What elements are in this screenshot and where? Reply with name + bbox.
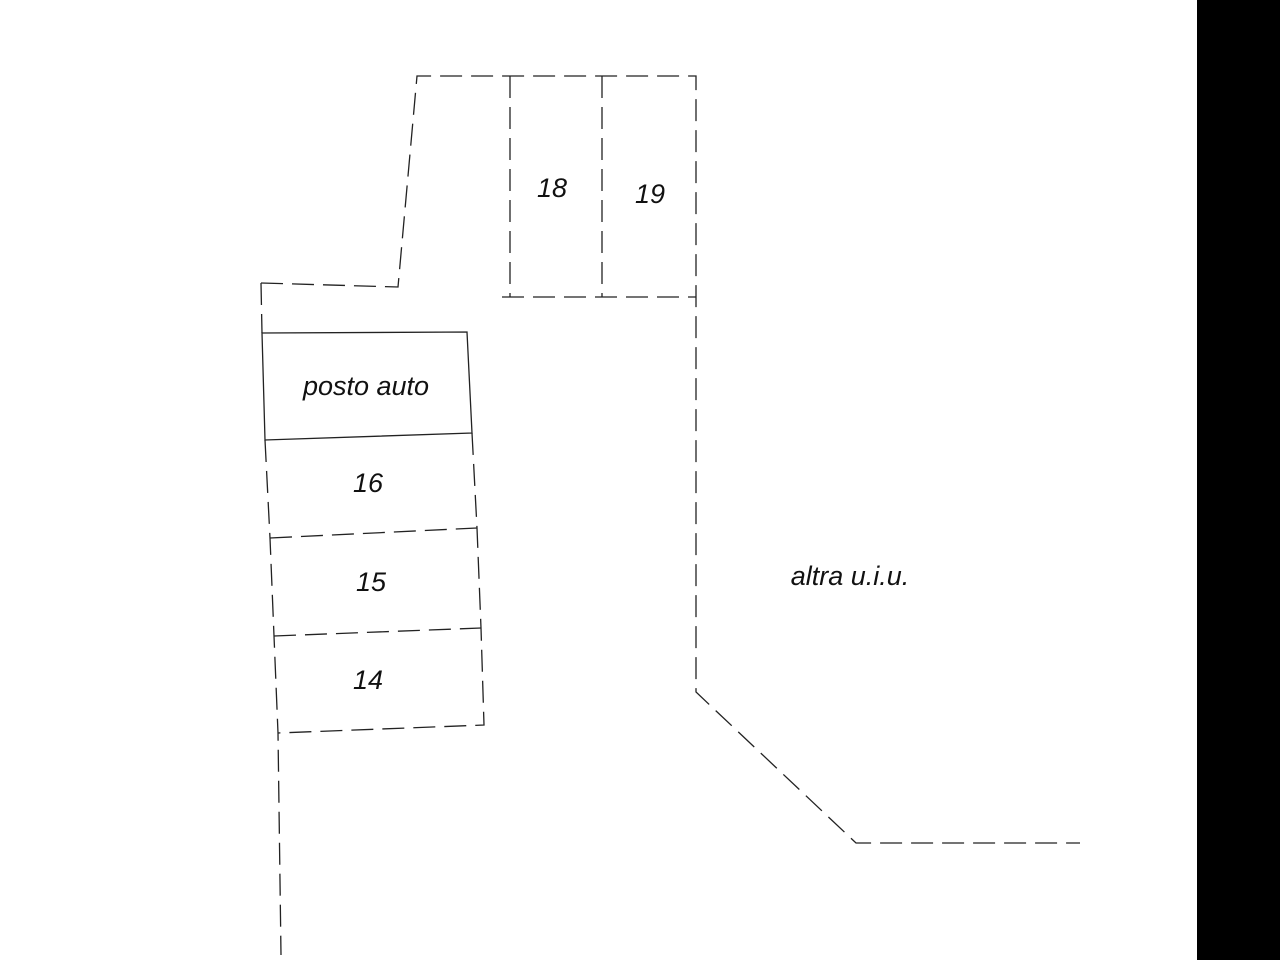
label-posto-auto: posto auto [302,371,429,401]
left-boundary [264,439,282,956]
black-margin [1197,0,1280,960]
label-stall-14: 14 [353,665,383,695]
label-other-unit: altra u.i.u. [791,561,910,591]
label-stall-15: 15 [356,567,387,597]
divider-15-14 [273,627,482,637]
left-boundary-top [260,282,263,334]
label-stall-19: 19 [635,179,665,209]
label-stall-18: 18 [537,173,567,203]
outer-boundary [260,75,1080,844]
label-stall-16: 16 [353,468,384,498]
divider-16-15 [269,527,478,539]
